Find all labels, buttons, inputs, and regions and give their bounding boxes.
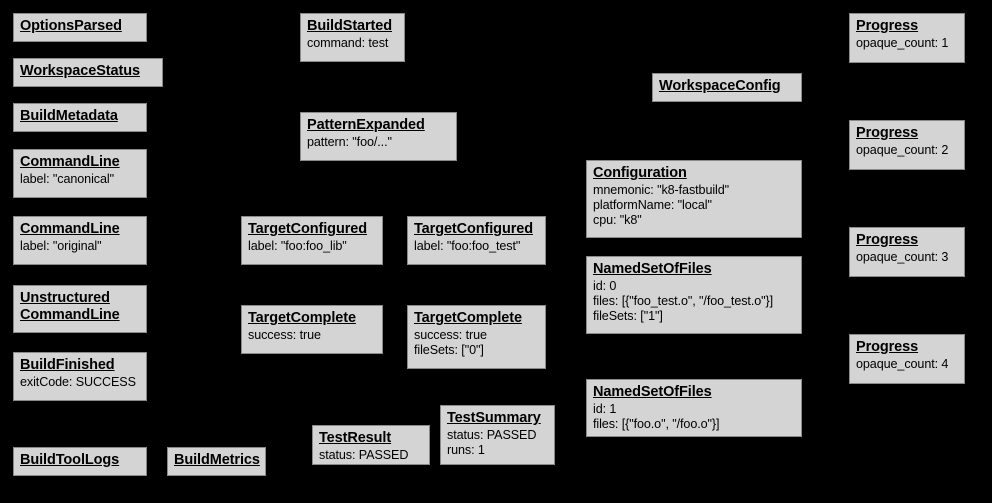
node-options-parsed[interactable]: OptionsParsed xyxy=(13,13,147,42)
node-title: BuildToolLogs xyxy=(20,452,120,468)
node-build-started[interactable]: BuildStarted command: test xyxy=(300,13,405,62)
node-properties: command: test xyxy=(307,36,398,51)
node-properties: opaque_count: 2 xyxy=(856,143,958,158)
node-properties: label: "original" xyxy=(20,239,140,254)
node-command-line-original[interactable]: CommandLine label: "original" xyxy=(13,216,147,265)
node-command-line-canonical[interactable]: CommandLine label: "canonical" xyxy=(13,149,147,198)
node-progress-3[interactable]: Progress opaque_count: 3 xyxy=(849,227,965,277)
node-property: success: true xyxy=(248,328,321,343)
node-title: TargetComplete xyxy=(414,310,522,326)
node-properties: opaque_count: 3 xyxy=(856,250,958,265)
node-property: label: "foo:foo_test" xyxy=(414,239,521,254)
node-title: Progress xyxy=(856,18,919,34)
node-property: cpu: "k8" xyxy=(593,212,642,227)
node-properties: opaque_count: 4 xyxy=(856,357,958,372)
node-properties: label: "canonical" xyxy=(20,172,140,187)
node-title: BuildFinished xyxy=(20,357,115,373)
node-properties: exitCode: SUCCESS xyxy=(20,375,140,390)
node-title: PatternExpanded xyxy=(307,117,425,133)
node-property: label: "original" xyxy=(20,239,102,254)
node-property: opaque_count: 4 xyxy=(856,357,949,372)
node-property: fileSets: ["0"] xyxy=(414,342,484,357)
node-title: NamedSetOfFiles xyxy=(593,261,712,277)
node-build-tool-logs[interactable]: BuildToolLogs xyxy=(13,447,147,476)
node-title: Configuration xyxy=(593,165,687,181)
node-title: Progress xyxy=(856,232,919,248)
node-property: status: PASSED xyxy=(447,428,537,443)
node-property: label: "canonical" xyxy=(20,172,114,187)
node-property: platformName: "local" xyxy=(593,197,712,212)
node-title: TestSummary xyxy=(447,410,541,426)
node-progress-1[interactable]: Progress opaque_count: 1 xyxy=(849,13,965,63)
node-properties: opaque_count: 1 xyxy=(856,36,958,51)
node-pattern-expanded[interactable]: PatternExpanded pattern: "foo/..." xyxy=(300,112,457,161)
node-title: TestResult xyxy=(319,430,392,446)
node-title: BuildMetadata xyxy=(20,108,118,124)
node-properties: mnemonic: "k8-fastbuild"platformName: "l… xyxy=(593,183,795,228)
node-build-finished[interactable]: BuildFinished exitCode: SUCCESS xyxy=(13,352,147,401)
node-target-complete-lib[interactable]: TargetComplete success: true xyxy=(241,305,383,354)
node-property: success: true xyxy=(414,328,487,343)
node-title: CommandLine xyxy=(20,154,120,170)
node-property: opaque_count: 2 xyxy=(856,143,949,158)
node-property: opaque_count: 3 xyxy=(856,250,949,265)
node-target-configured-foo-lib[interactable]: TargetConfigured label: "foo:foo_lib" xyxy=(241,216,383,265)
node-workspace-config[interactable]: WorkspaceConfig xyxy=(652,73,802,102)
node-build-metrics[interactable]: BuildMetrics xyxy=(167,447,266,476)
node-property: runs: 1 xyxy=(447,442,485,457)
node-property: opaque_count: 1 xyxy=(856,36,949,51)
node-title: NamedSetOfFiles xyxy=(593,384,712,400)
node-property: mnemonic: "k8-fastbuild" xyxy=(593,183,730,198)
node-title: BuildStarted xyxy=(307,18,393,34)
node-configuration[interactable]: Configuration mnemonic: "k8-fastbuild"pla… xyxy=(586,160,802,238)
node-property: fileSets: ["1"] xyxy=(593,308,663,323)
node-property: files: [{"foo.o", "/foo.o"}] xyxy=(593,416,720,431)
node-property: command: test xyxy=(307,36,389,51)
node-title: BuildMetrics xyxy=(174,452,260,468)
node-progress-4[interactable]: Progress opaque_count: 4 xyxy=(849,334,965,384)
node-unstructured-command-line[interactable]: Unstructured CommandLine xyxy=(13,285,147,333)
node-target-configured-foo-test[interactable]: TargetConfigured label: "foo:foo_test" xyxy=(407,216,546,265)
node-test-result[interactable]: TestResult status: PASSED xyxy=(312,425,430,465)
node-title: WorkspaceStatus xyxy=(20,63,140,79)
node-property: exitCode: SUCCESS xyxy=(20,375,136,390)
node-title: OptionsParsed xyxy=(20,18,122,34)
node-title: WorkspaceConfig xyxy=(659,78,781,94)
node-property: id: 0 xyxy=(593,279,617,294)
node-property: label: "foo:foo_lib" xyxy=(248,239,347,254)
node-build-metadata[interactable]: BuildMetadata xyxy=(13,103,147,132)
node-title: TargetConfigured xyxy=(414,221,533,237)
node-properties: label: "foo:foo_test" xyxy=(414,239,539,254)
node-progress-2[interactable]: Progress opaque_count: 2 xyxy=(849,120,965,170)
node-property: pattern: "foo/..." xyxy=(307,135,392,150)
node-title: CommandLine xyxy=(20,221,120,237)
node-title: Progress xyxy=(856,339,919,355)
node-title: Unstructured CommandLine xyxy=(20,290,120,324)
node-properties: pattern: "foo/..." xyxy=(307,135,450,150)
node-property: id: 1 xyxy=(593,402,617,417)
node-title: TargetComplete xyxy=(248,310,356,326)
node-workspace-status[interactable]: WorkspaceStatus xyxy=(13,58,163,87)
node-properties: success: true xyxy=(248,328,376,343)
node-property: status: PASSED xyxy=(319,448,409,463)
node-property: files: [{"foo_test.o", "/foo_test.o"}] xyxy=(593,293,774,308)
node-properties: label: "foo:foo_lib" xyxy=(248,239,376,254)
node-title: Progress xyxy=(856,125,919,141)
node-properties: status: PASSED xyxy=(319,448,423,463)
node-title: TargetConfigured xyxy=(248,221,367,237)
